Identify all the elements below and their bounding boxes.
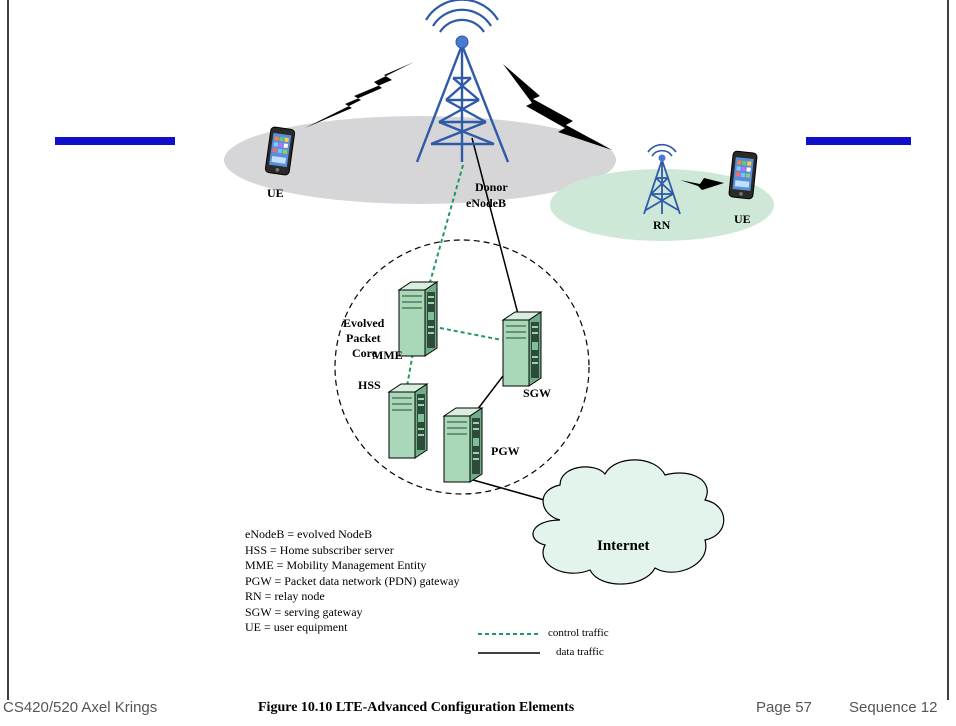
divider-right bbox=[806, 137, 911, 145]
mme-server bbox=[398, 281, 438, 357]
legend-item: UE = user equipment bbox=[245, 620, 348, 634]
epc-label-line3: Core bbox=[352, 346, 378, 360]
sgw-label: SGW bbox=[523, 386, 552, 400]
sgw-server bbox=[502, 311, 542, 387]
figure-caption: Figure 10.10 LTE-Advanced Configuration … bbox=[258, 700, 575, 715]
donor-coverage-area bbox=[224, 116, 616, 204]
wireless-link-ue-left bbox=[305, 62, 414, 128]
legend-item: SGW = serving gateway bbox=[245, 604, 363, 619]
donor-enodeb-tower bbox=[415, 0, 510, 163]
legend-item: HSS = Home subscriber server bbox=[245, 542, 394, 557]
ue-right-label: UE bbox=[734, 212, 751, 226]
internet-cloud bbox=[532, 459, 725, 585]
control-traffic-label: control traffic bbox=[548, 627, 609, 639]
donor-label-line2: eNodeB bbox=[466, 196, 506, 210]
pgw-server bbox=[443, 407, 483, 483]
divider-left bbox=[55, 137, 175, 145]
footer-sequence: Sequence 12 bbox=[849, 699, 938, 716]
internet-label: Internet bbox=[597, 538, 650, 554]
epc-label-line2: Packet bbox=[346, 331, 381, 345]
donor-label-line1: Donor bbox=[475, 180, 508, 194]
epc-boundary bbox=[334, 239, 590, 495]
footer-course: CS420/520 Axel Krings bbox=[3, 699, 158, 716]
ue-right-phone bbox=[728, 150, 758, 200]
legend-item: MME = Mobility Management Entity bbox=[245, 558, 427, 572]
rn-tower bbox=[643, 143, 681, 215]
rn-label: RN bbox=[653, 218, 671, 232]
legend-item: eNodeB = evolved NodeB bbox=[245, 527, 373, 541]
wireless-link-ue-right bbox=[680, 178, 724, 190]
abbreviation-legend: eNodeB = evolved NodeB HSS = Home subscr… bbox=[245, 527, 460, 636]
footer-page: Page 57 bbox=[756, 699, 812, 716]
hss-label: HSS bbox=[358, 378, 381, 392]
epc-label-line1: Evolved bbox=[343, 316, 385, 330]
data-traffic-label: data traffic bbox=[556, 646, 604, 658]
ue-left-label: UE bbox=[267, 186, 284, 200]
mme-label: MME bbox=[372, 348, 403, 362]
pgw-label: PGW bbox=[491, 444, 520, 458]
legend-item: PGW = Packet data network (PDN) gateway bbox=[245, 573, 460, 588]
hss-server bbox=[388, 383, 428, 459]
legend-item: RN = relay node bbox=[245, 589, 325, 603]
